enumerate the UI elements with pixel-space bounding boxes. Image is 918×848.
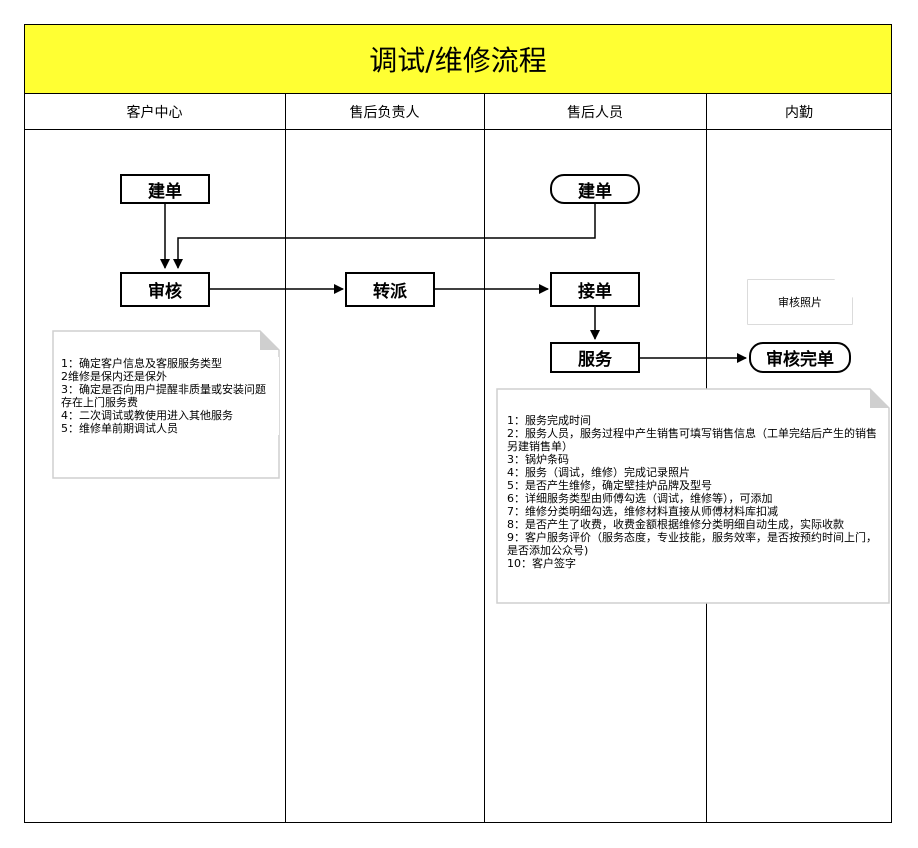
lane-header-office-staff: 内勤 [706, 94, 892, 130]
note-service-details: 1：服务完成时间 2：服务人员，服务过程中产生销售可填写销售信息（工单完结后产生… [503, 414, 885, 570]
lane-divider [484, 94, 485, 823]
note-fold [870, 389, 889, 408]
lane-header-customer-center: 客户中心 [24, 94, 285, 130]
diagram-title: 调试/维修流程 [24, 24, 892, 94]
note-fold [260, 331, 279, 350]
note-customer-center: 1：确定客户信息及客服服务类型 2维修是保内还是保外 3：确定是否向用户提醒非质… [57, 357, 279, 435]
lane-divider [285, 94, 286, 823]
node-transfer: 转派 [345, 272, 435, 307]
note-photo-review: 审核照片 [748, 280, 852, 324]
node-review: 审核 [120, 272, 210, 307]
node-review-done: 审核完单 [749, 342, 851, 373]
node-accept: 接单 [550, 272, 640, 307]
lane-header-after-sales-staff: 售后人员 [484, 94, 706, 130]
lane-header-after-sales-manager: 售后负责人 [285, 94, 484, 130]
node-create-order-staff: 建单 [550, 174, 640, 204]
arrow-staff-create-to-review [173, 204, 596, 269]
node-create-order-customer: 建单 [120, 174, 210, 204]
node-service: 服务 [550, 342, 640, 373]
